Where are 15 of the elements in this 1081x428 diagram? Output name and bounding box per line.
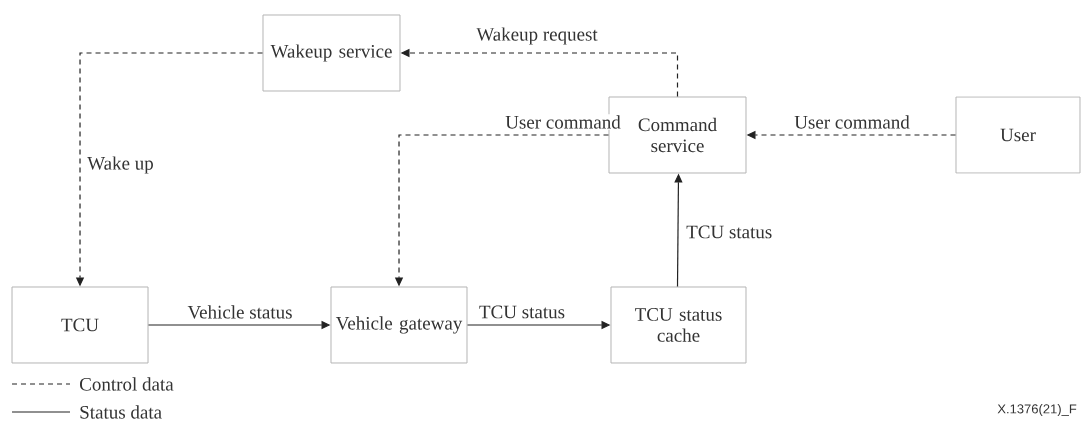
edge-label: Wakeup request: [475, 26, 599, 46]
figure-number: X.1376(21)_F: [997, 403, 1077, 417]
process-box: User: [955, 96, 1081, 174]
process-box: Vehicle gateway: [330, 286, 468, 364]
process-box: Wakeup service: [262, 14, 401, 92]
edge-label: User command: [793, 114, 911, 130]
edge-label: Vehicle status: [186, 304, 294, 320]
edge-label: TCU status: [685, 224, 774, 240]
edge-label: Wake up: [86, 155, 155, 175]
process-box: TCU status cache: [610, 286, 747, 364]
process-box: TCU: [11, 286, 149, 364]
legend-label: Control data: [80, 377, 174, 391]
edge-label: TCU status: [478, 304, 566, 320]
legend-label: Status data: [80, 405, 162, 419]
edge-label: User command: [504, 114, 622, 130]
